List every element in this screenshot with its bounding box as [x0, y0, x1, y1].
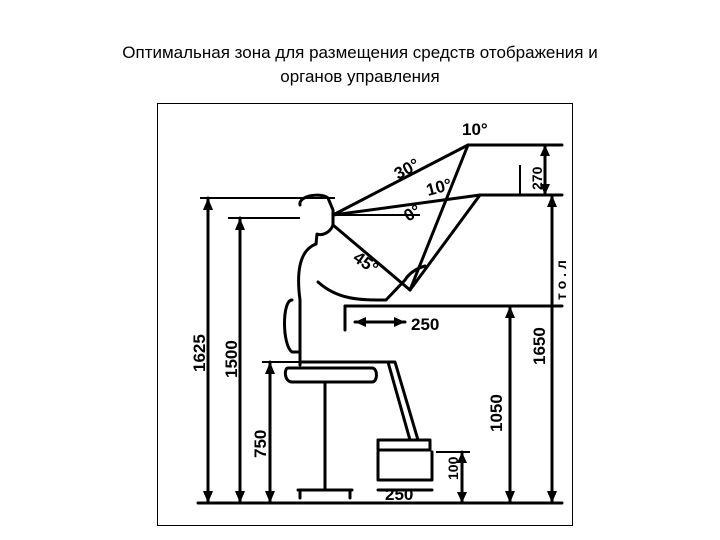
page-title: Оптимальная зона для размещения средств … [0, 41, 720, 89]
person-back [297, 242, 318, 367]
arrow-750-top [265, 362, 275, 374]
edge-marks: т о . л [553, 260, 569, 300]
label-750: 750 [251, 430, 270, 458]
arrow-1625-top [203, 198, 213, 210]
label-1650: 1650 [530, 327, 549, 365]
diagram-frame [157, 103, 573, 526]
person-thigh [298, 360, 420, 442]
panel-lower [408, 193, 564, 292]
arrow-100-bottom [457, 492, 467, 503]
title-line-1: Оптимальная зона для размещения средств … [122, 43, 598, 62]
footrest [376, 450, 434, 482]
person-hand [403, 264, 427, 282]
chair-seat [283, 366, 378, 384]
label-1050: 1050 [487, 394, 506, 432]
arrow-1500-bottom [235, 491, 245, 503]
arrow-270-bottom [540, 184, 550, 195]
label-angle-10-mid: 10° [424, 175, 454, 200]
arrow-250-knee-right [394, 317, 405, 327]
arrow-1650-top [547, 195, 557, 207]
label-1500: 1500 [222, 340, 241, 378]
sight-line-30 [331, 143, 470, 217]
arrow-1050-bottom [505, 491, 515, 503]
label-angle-10-top: 10° [462, 120, 488, 139]
person-arm [316, 278, 407, 302]
label-100: 100 [445, 456, 461, 480]
label-250-foot: 250 [385, 485, 413, 504]
person-head [298, 193, 335, 246]
arrow-1500-top [235, 218, 245, 230]
title-line-2: органов управления [280, 67, 440, 86]
arrow-100-top [457, 452, 467, 463]
label-1625: 1625 [190, 334, 209, 372]
label-250-knee: 250 [411, 315, 439, 334]
sight-line-10 [331, 193, 482, 217]
arrow-250-knee-left [355, 317, 366, 327]
chair-base [296, 488, 354, 500]
label-angle-45: 45° [350, 248, 382, 278]
person-foot [376, 438, 432, 452]
arrow-750-bottom [265, 491, 275, 503]
arrow-1050-top [505, 306, 515, 318]
arrow-270-top [540, 145, 550, 156]
chair-backrest [283, 298, 300, 354]
arrow-1650-bottom [547, 491, 557, 503]
sight-line-45 [331, 223, 412, 292]
arrow-1625-bottom [203, 491, 213, 503]
label-270: 270 [529, 166, 545, 190]
label-angle-30: 30° [391, 155, 423, 184]
